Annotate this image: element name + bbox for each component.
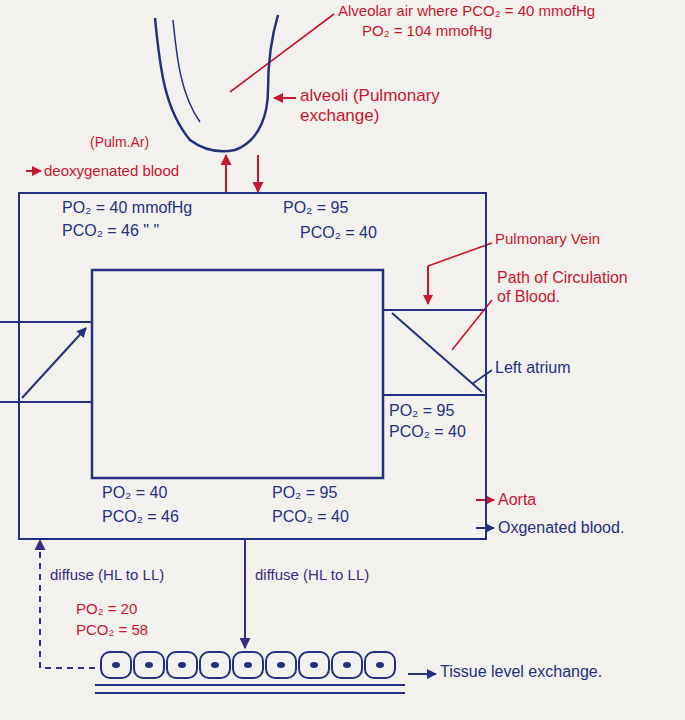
value-label: PCO₂ = 58 [76,621,148,639]
value-label: Oxgenated blood. [498,518,624,537]
value-label: Aorta [498,490,536,509]
edge-label: diffuse (HL to LL) [253,566,371,584]
node-title: alveoli (Pulmonary exchange) [300,86,520,127]
pointer-arrow [408,673,436,675]
value-label: PO₂ = 95 [389,401,454,420]
capillary-line [95,684,405,686]
value-label: PCO₂ = 40 [272,507,349,526]
pointer-arrow [274,97,296,99]
value-label: deoxygenated blood [44,162,179,180]
cell-nucleus [343,662,351,668]
chamber-line [383,309,487,311]
value-label: PCO₂ = 46 " " [62,221,159,240]
alveolus: alveoli (Pulmonary exchange) [145,10,285,155]
value-label: PCO₂ = 40 [389,422,466,441]
value-label: PO₂ = 95 [283,198,348,217]
edge-label: diffuse (HL to LL) [48,566,166,584]
tissue-cell [134,652,164,678]
cell-nucleus [376,662,384,668]
value-label: PO₂ = 20 [76,600,137,618]
capillary-line [95,692,405,694]
value-label: PO₂ = 95 [272,483,337,502]
chamber-line [383,394,487,396]
value-label: (Pulm.Ar) [90,134,149,151]
pointer-arrow [26,170,41,172]
cell-nucleus [145,662,153,668]
tissue-bed: Tissue level exchange. [95,648,405,700]
node-title: Tissue level exchange. [440,662,602,681]
value-label: PO₂ = 40 mmofHg [62,198,192,217]
node-title: Path of Circulation of Blood. [497,268,637,306]
leader-line [472,370,492,384]
leader-line [428,243,492,266]
cell-nucleus [178,662,186,668]
tissue-cell [200,652,230,678]
flow-arrow [225,155,227,192]
alveolus-wall [173,20,200,122]
cell-nucleus [244,662,252,668]
flow-arrow [244,540,246,648]
flow-arrow [257,155,259,192]
value-label: PCO₂ = 40 [300,223,377,242]
circulation-loop: Path of Circulation of Blood. [18,192,487,540]
cell-nucleus [112,662,120,668]
tissue-cell [167,652,197,678]
leader-line [230,14,334,92]
value-label: PCO₂ = 46 [102,507,179,526]
tissue-cell [101,652,131,678]
value-label: PO₂ = 40 [102,483,167,502]
tissue-cell [332,652,362,678]
chamber-line [0,401,92,403]
cell-nucleus [310,662,318,668]
pointer-arrow [476,527,494,529]
inner-heart-outline [92,270,383,478]
tissue-cell [266,652,296,678]
tissue-cell [233,652,263,678]
cell-nucleus [211,662,219,668]
chamber-line [0,321,92,323]
tissue-cells [95,648,405,700]
value-label: Left atrium [495,358,571,377]
alveolus-outline [145,10,285,155]
value-label: PO₂ = 104 mmofHg [362,22,492,40]
flow-diagonal [392,313,482,392]
flow-diagonal [22,328,86,398]
cell-nucleus [277,662,285,668]
alveolus-wall [155,15,278,151]
tissue-cell [365,652,395,678]
value-label: Alveolar air where PCO₂ = 40 mmofHg [338,2,595,20]
value-label: Pulmonary Vein [495,230,600,248]
pointer-arrow [476,499,494,501]
tissue-cell [299,652,329,678]
flow-arrow [427,266,429,304]
